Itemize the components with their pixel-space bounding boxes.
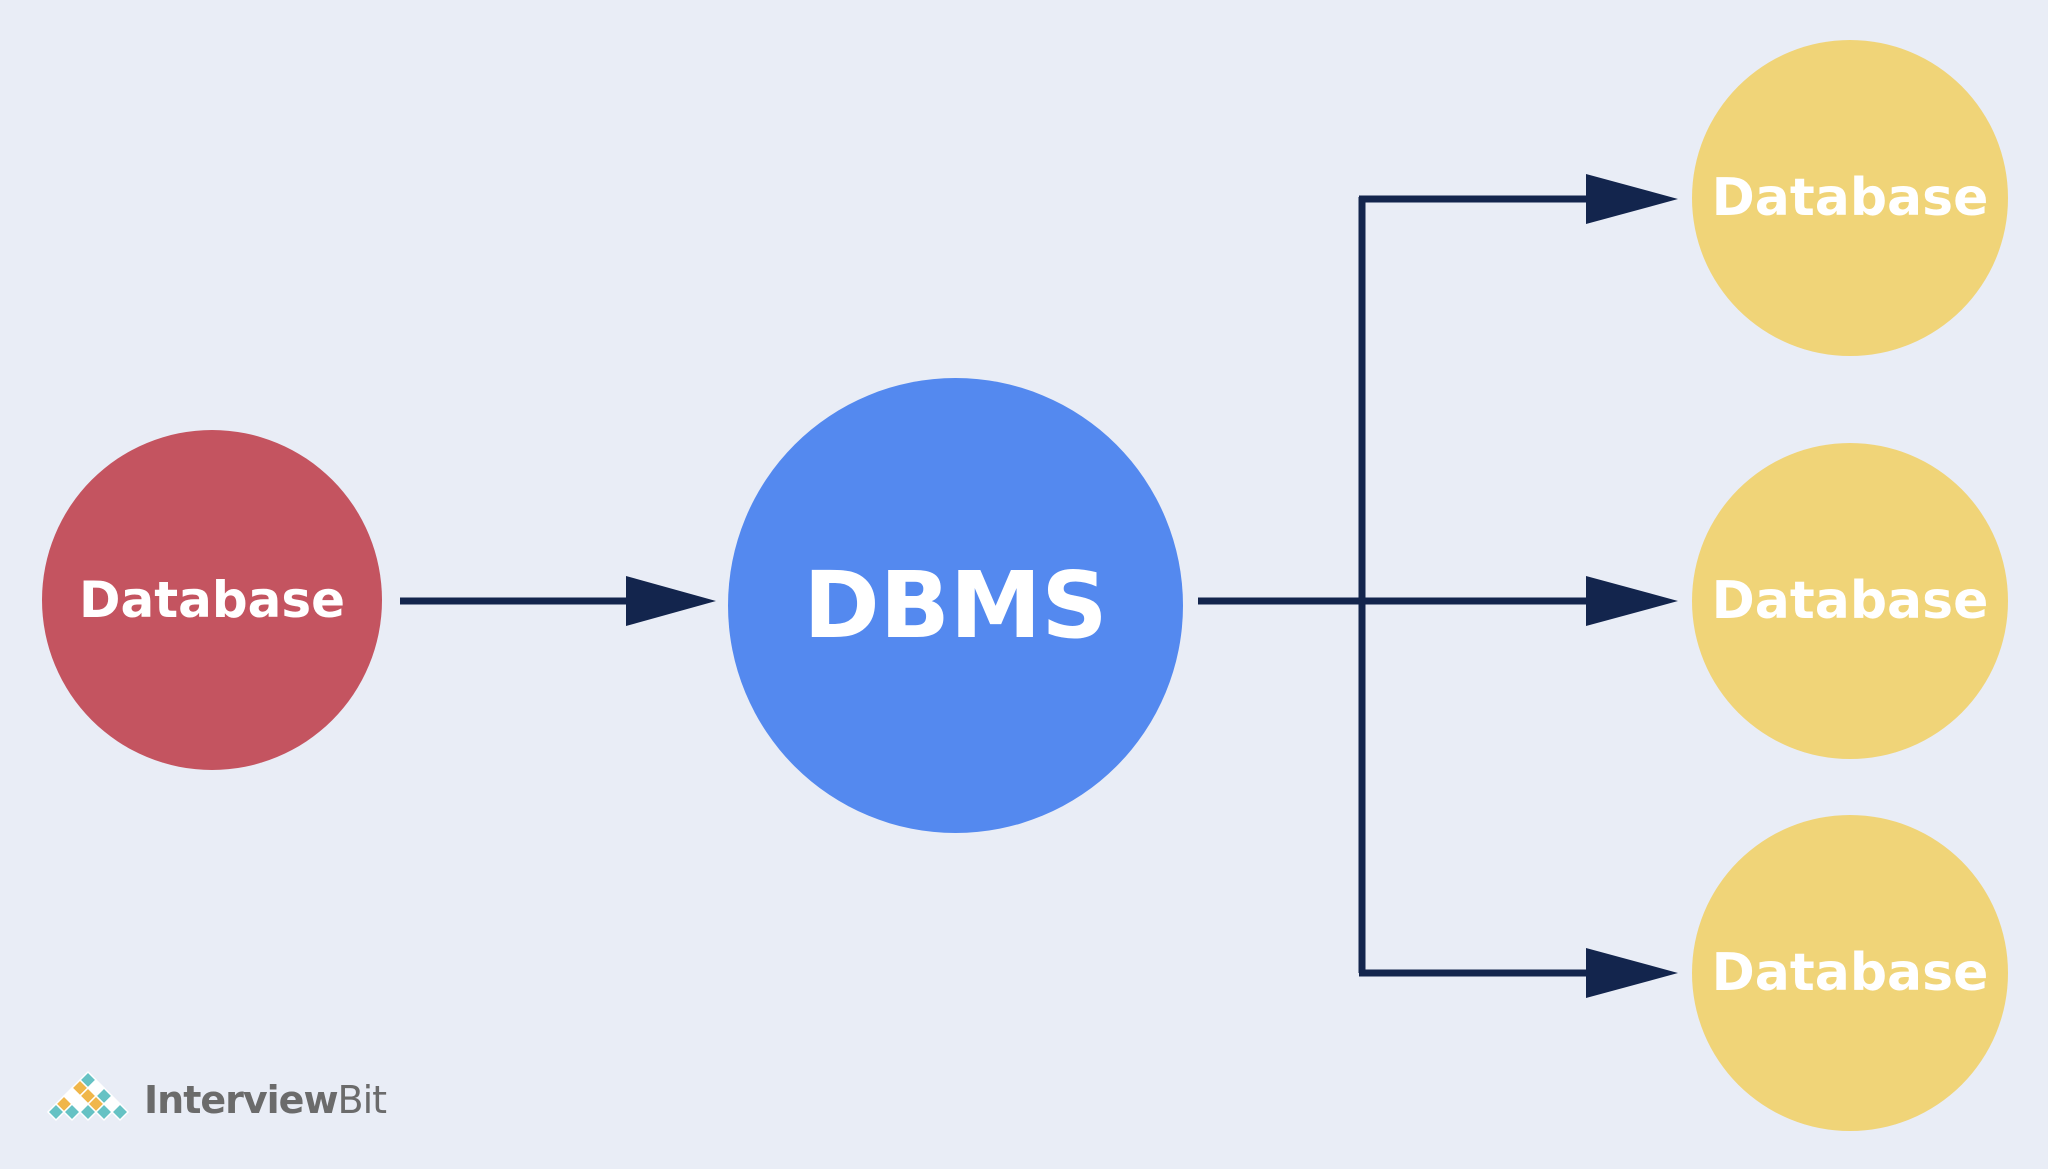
arrowhead-to-dbms	[626, 576, 716, 626]
dbms-node: DBMS	[728, 378, 1183, 833]
interviewbit-logo: InterviewBit	[40, 1070, 388, 1130]
target-database-label-2: Database	[1711, 571, 1989, 631]
logo-text-interview: Interview	[144, 1078, 339, 1122]
interviewbit-logo-mark-icon	[46, 1070, 130, 1122]
dbms-label: DBMS	[803, 552, 1108, 659]
arrowhead-to-target-1	[1586, 174, 1678, 224]
target-database-node-1: Database	[1692, 40, 2008, 356]
source-database-label: Database	[78, 571, 346, 629]
arrowhead-to-target-2	[1586, 576, 1678, 626]
target-database-node-3: Database	[1692, 815, 2008, 1131]
logo-text-bit: Bit	[337, 1078, 388, 1122]
target-database-label-1: Database	[1711, 168, 1989, 228]
source-database-node: Database	[42, 430, 382, 770]
interviewbit-logo-text: InterviewBit	[144, 1078, 388, 1122]
arrowhead-to-target-3	[1586, 948, 1678, 998]
target-database-label-3: Database	[1711, 943, 1989, 1003]
target-database-node-2: Database	[1692, 443, 2008, 759]
